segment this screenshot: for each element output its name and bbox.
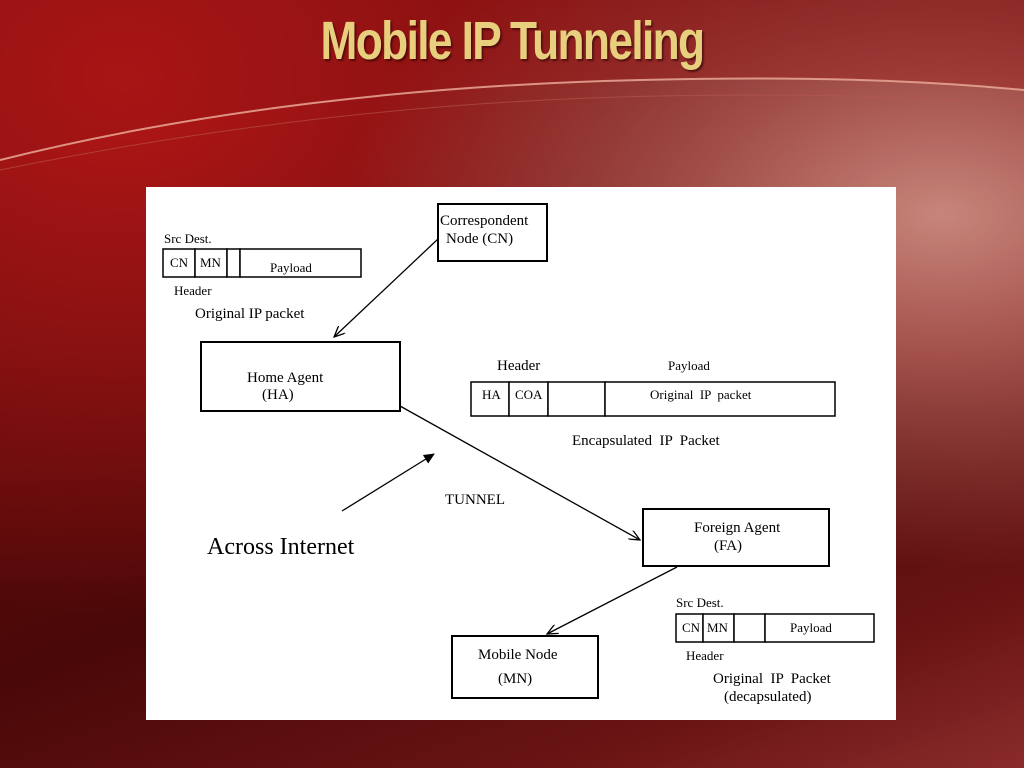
decapsulated-cell-payload-label: Payload	[790, 620, 832, 635]
slide-title: Mobile IP Tunneling	[320, 11, 706, 71]
encapsulated-cell-ha-label: HA	[482, 387, 501, 402]
encapsulated-cell-ha	[470, 381, 510, 417]
decapsulated-header-label: Header	[686, 648, 724, 663]
diagram-panel: Src Dest. CN MN Payload Header Original …	[146, 187, 896, 720]
arrow-ha-to-fa-tunnel	[399, 405, 640, 540]
mobile-node-line1: Mobile Node	[478, 647, 558, 663]
home-agent-line2: (HA)	[262, 387, 294, 403]
original-header-label: Header	[174, 283, 212, 298]
home-agent: Home Agent (HA)	[200, 341, 401, 412]
home-agent-line1: Home Agent	[247, 370, 324, 386]
original-cell-mn-label: MN	[200, 255, 222, 270]
mobile-node-box	[451, 635, 599, 699]
decapsulated-cell-cn-label: CN	[682, 620, 701, 635]
internet-arrow	[341, 453, 435, 512]
correspondent-node-box	[437, 203, 548, 262]
correspondent-node: Correspondent Node (CN)	[437, 203, 548, 262]
original-cell-cn	[162, 248, 196, 278]
across-internet-label: Across Internet	[207, 534, 355, 560]
original-cell-empty	[226, 248, 241, 278]
original-packet-caption: Original IP packet	[195, 306, 305, 322]
decapsulated-src-dest-label: Src Dest.	[676, 595, 724, 610]
encapsulated-header-label: Header	[497, 358, 540, 374]
arrow-cn-to-ha	[334, 238, 439, 337]
arrow-fa-to-mn	[547, 566, 678, 634]
decapsulated-cell-cn	[675, 613, 704, 643]
original-cell-payload	[239, 248, 362, 278]
encapsulated-cell-payload	[604, 381, 836, 417]
correspondent-node-line2: Node (CN)	[446, 231, 513, 247]
foreign-agent-box	[642, 508, 830, 567]
decapsulated-caption-line1: Original IP Packet	[713, 671, 832, 687]
decapsulated-ip-packet: Src Dest. CN MN Payload Header Original …	[675, 595, 875, 705]
original-cell-cn-label: CN	[170, 255, 189, 270]
decapsulated-cell-payload	[764, 613, 875, 643]
foreign-agent: Foreign Agent (FA)	[642, 508, 830, 567]
encapsulated-payload-label: Payload	[668, 358, 710, 373]
encapsulated-cell-payload-label: Original IP packet	[650, 387, 752, 402]
tunnel-label: TUNNEL	[445, 492, 505, 508]
mobile-ip-diagram: Src Dest. CN MN Payload Header Original …	[162, 203, 875, 705]
foreign-agent-line1: Foreign Agent	[694, 520, 781, 536]
background-wave	[0, 0, 1024, 171]
original-ip-packet: Src Dest. CN MN Payload Header Original …	[162, 231, 362, 322]
original-cell-payload-label: Payload	[270, 260, 312, 275]
decapsulated-cell-mn	[702, 613, 735, 643]
original-src-dest-label: Src Dest.	[164, 231, 212, 246]
decapsulated-cell-empty	[733, 613, 766, 643]
correspondent-node-line1: Correspondent	[440, 213, 529, 229]
decapsulated-cell-mn-label: MN	[707, 620, 729, 635]
home-agent-box	[200, 341, 401, 412]
encapsulated-packet-caption: Encapsulated IP Packet	[572, 433, 721, 449]
original-cell-mn	[194, 248, 228, 278]
encapsulated-ip-packet: Header Payload HA COA Original IP packet…	[470, 358, 836, 449]
encapsulated-cell-empty	[547, 381, 606, 417]
decapsulated-caption-line2: (decapsulated)	[724, 689, 811, 705]
mobile-node: Mobile Node (MN)	[451, 635, 599, 699]
mobile-node-line2: (MN)	[498, 671, 532, 687]
encapsulated-cell-coa-label: COA	[515, 387, 543, 402]
foreign-agent-line2: (FA)	[714, 538, 742, 554]
